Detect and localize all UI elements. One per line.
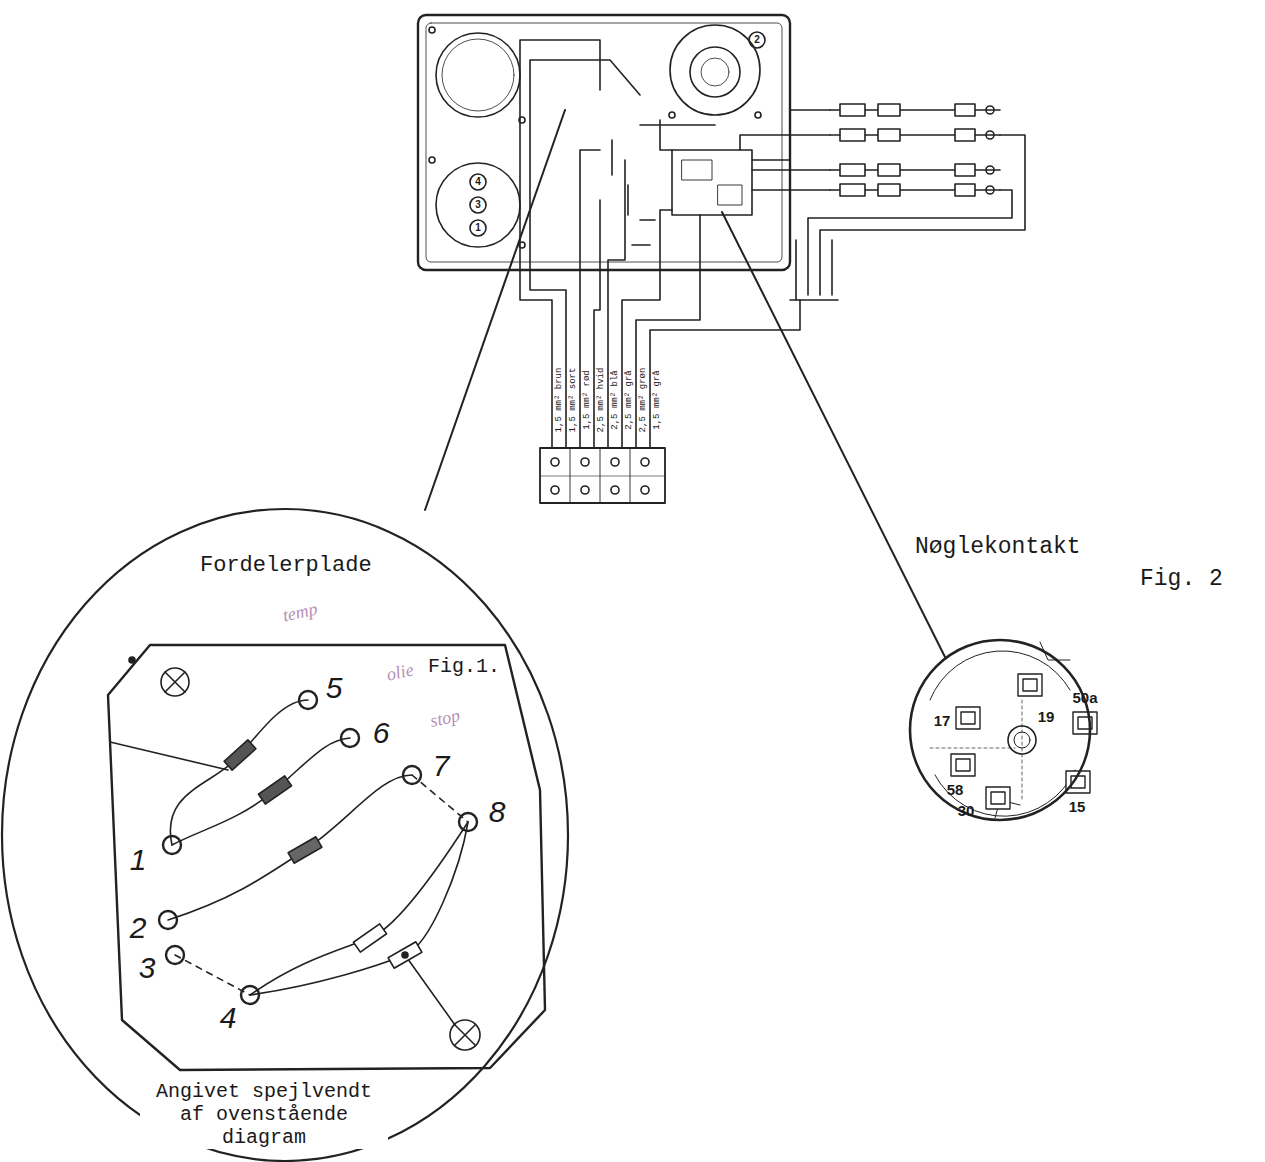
terminal-number: 2 bbox=[130, 913, 147, 943]
wire-spec: 2,5 mm² grå bbox=[625, 369, 634, 430]
callout-title: Nøglekontakt bbox=[915, 534, 1081, 560]
handwritten-note: stop bbox=[428, 706, 461, 730]
terminal-number: 4 bbox=[220, 1003, 237, 1033]
wire-spec: 1,5 mm² brun bbox=[555, 367, 564, 434]
terminal-number: 7 bbox=[433, 751, 450, 781]
wire-spec: 2,5 mm² blå bbox=[611, 369, 620, 430]
wire-spec: 2,5 mm² grøn bbox=[639, 367, 648, 434]
terminal-number: 8 bbox=[489, 797, 506, 827]
gauge-number: 4 bbox=[475, 177, 481, 187]
gauge-number: 2 bbox=[754, 35, 760, 45]
figure-number: Fig.1. bbox=[428, 655, 500, 678]
wire-spec: 1,5 mm² rød bbox=[583, 369, 592, 430]
gauge-number: 3 bbox=[475, 200, 481, 210]
node-outline bbox=[0, 505, 570, 1162]
distributor-plate-callout: FordelerpladeFig.1. Angivet spejlvendt af… bbox=[0, 505, 570, 1162]
callout-title: Fordelerplade bbox=[200, 553, 372, 578]
pin-name: 19 bbox=[1038, 709, 1055, 724]
pin-name: 50a bbox=[1072, 690, 1097, 705]
terminal-number: 6 bbox=[373, 718, 390, 748]
pin-name: 58 bbox=[947, 782, 964, 797]
handwritten-note: olie bbox=[385, 660, 415, 683]
pin-name: 30 bbox=[958, 803, 975, 818]
pin-name: 15 bbox=[1069, 799, 1086, 814]
handwritten-note: temp bbox=[281, 600, 319, 625]
wire-spec: 1,5 mm² sort bbox=[569, 367, 578, 434]
wire-spec: 1,5 mm² grå bbox=[653, 369, 662, 430]
figure-number: Fig. 2 bbox=[1140, 566, 1223, 592]
terminal-number: 1 bbox=[130, 845, 147, 875]
gauge-number: 1 bbox=[475, 223, 481, 233]
callout-note: Angivet spejlvendt af ovenstående diagra… bbox=[140, 1080, 388, 1149]
terminal-number: 5 bbox=[326, 673, 343, 703]
pin-name: 17 bbox=[934, 713, 951, 728]
wire-spec: 2,5 mm² hvid bbox=[597, 367, 606, 434]
terminal-number: 3 bbox=[139, 953, 156, 983]
